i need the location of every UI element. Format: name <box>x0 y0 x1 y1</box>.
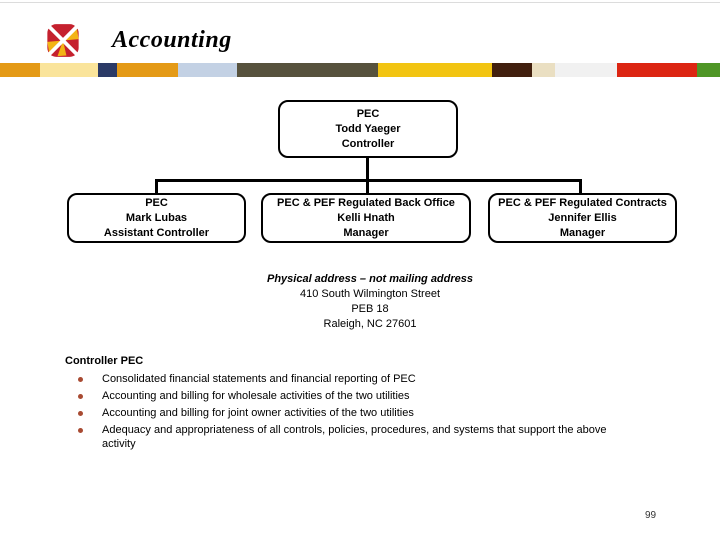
org-box-line: Mark Lubas <box>125 211 188 224</box>
slide-top-border <box>0 2 720 3</box>
list-item: Accounting and billing for joint owner a… <box>65 406 655 420</box>
stripe-segment <box>555 63 617 77</box>
stripe-segment <box>98 63 117 77</box>
connector-stem <box>366 158 369 180</box>
address-line: Raleigh, NC 27601 <box>323 318 417 330</box>
page-title: Accounting <box>112 27 232 53</box>
stripe-segment <box>0 63 40 77</box>
address-line: 410 South Wilmington Street <box>299 288 441 300</box>
color-stripe <box>0 63 720 77</box>
org-box-line: PEC <box>145 196 168 209</box>
stripe-segment <box>697 63 720 77</box>
stripe-segment <box>40 63 98 77</box>
stripe-segment <box>492 63 532 77</box>
org-box-assistant-controller: PEC Mark Lubas Assistant Controller <box>67 193 246 243</box>
list-item-text: Accounting and billing for joint owner a… <box>102 407 414 419</box>
stripe-segment <box>617 63 697 77</box>
list-item-text: Accounting and billing for wholesale act… <box>102 390 410 402</box>
org-box-line: PEC <box>356 107 380 120</box>
bullet-icon <box>78 411 83 416</box>
org-box-line: Manager <box>559 226 606 239</box>
org-box-line: PEC & PEF Regulated Back Office <box>277 196 455 209</box>
stripe-segment <box>237 63 378 77</box>
org-box-line: Jennifer Ellis <box>548 211 617 224</box>
bullet-icon <box>78 428 83 433</box>
stripe-segment <box>532 63 555 77</box>
org-box-line: Manager <box>343 226 389 239</box>
connector-drop-middle <box>366 179 369 193</box>
org-box-line: Assistant Controller <box>103 226 210 239</box>
connector-drop-left <box>155 179 158 193</box>
org-box-line: Kelli Hnath <box>337 211 395 224</box>
address-block: Physical address – not mailing address 4… <box>10 272 720 332</box>
bullet-list: Consolidated financial statements and fi… <box>65 372 655 451</box>
list-item-text: Adequacy and appropriateness of all cont… <box>102 424 607 450</box>
address-heading: Physical address – not mailing address <box>266 273 474 285</box>
org-box-line: Controller <box>341 137 395 150</box>
org-box-back-office-manager: PEC & PEF Regulated Back Office Kelli Hn… <box>261 193 471 243</box>
address-line: PEB 18 <box>351 303 389 315</box>
page-number: 99 <box>645 510 657 521</box>
stripe-segment <box>117 63 178 77</box>
list-item: Adequacy and appropriateness of all cont… <box>65 423 655 451</box>
org-box-controller: PEC Todd Yaeger Controller <box>278 100 458 158</box>
company-logo-icon <box>46 23 80 58</box>
stripe-segment <box>378 63 492 77</box>
org-box-contracts-manager: PEC & PEF Regulated Contracts Jennifer E… <box>488 193 677 243</box>
responsibilities-heading: Controller PEC <box>65 355 144 367</box>
list-item: Consolidated financial statements and fi… <box>65 372 655 386</box>
responsibilities-section: Controller PEC Consolidated financial st… <box>65 354 655 454</box>
connector-drop-right <box>579 179 582 193</box>
list-item-text: Consolidated financial statements and fi… <box>102 373 416 385</box>
org-box-line: Todd Yaeger <box>335 122 401 135</box>
bullet-icon <box>78 394 83 399</box>
bullet-icon <box>78 377 83 382</box>
stripe-segment <box>178 63 237 77</box>
list-item: Accounting and billing for wholesale act… <box>65 389 655 403</box>
org-box-line: PEC & PEF Regulated Contracts <box>498 196 667 209</box>
